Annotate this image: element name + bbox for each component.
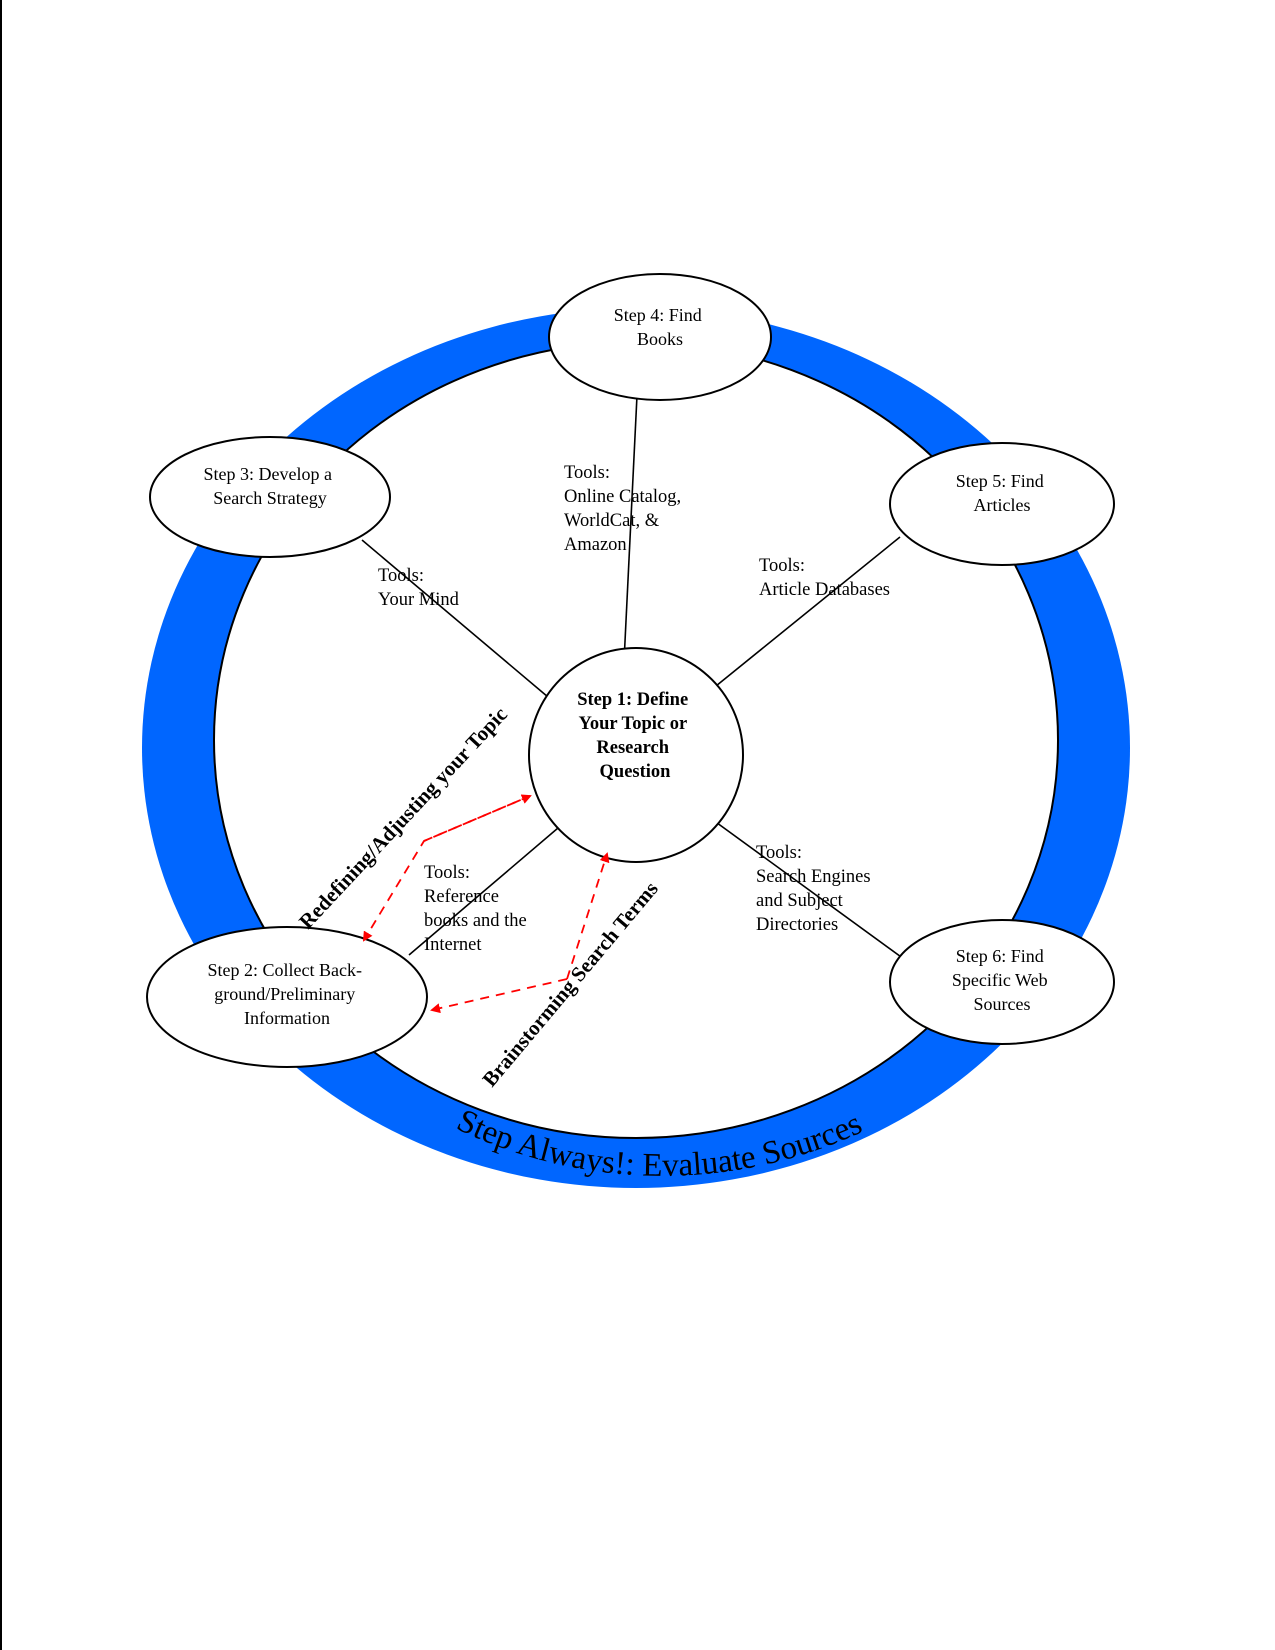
brainstorming-arrow-reverse [430, 978, 568, 1014]
step-3-ellipse [149, 436, 391, 558]
step-3-tools: Tools: Your Mind [378, 566, 460, 610]
step-5-label: Step 5: Find Articles [956, 471, 1049, 515]
step-1-label: Step 1: Define Your Topic or Research Qu… [577, 690, 693, 782]
step-2-node: Step 2: Collect Back- ground/Preliminary… [146, 926, 428, 1068]
connector-step-3 [361, 539, 549, 698]
step-3-node: Step 3: Develop a Search Strategy [149, 436, 391, 558]
step-2-ellipse [146, 926, 428, 1068]
step-5-tools: Tools: Article Databases [759, 556, 890, 600]
brainstorming-arrow [566, 852, 610, 980]
page-left-edge [0, 0, 2, 1650]
step-3-label: Step 3: Develop a Search Strategy [204, 464, 337, 508]
step-2-tools: Tools: Reference books and the Internet [424, 863, 531, 955]
step-4-tools: Tools: Online Catalog, WorldCat, & Amazo… [564, 463, 686, 555]
connector-step-4 [623, 374, 639, 663]
step-6-label: Step 6: Find Specific Web Sources [952, 946, 1052, 1014]
connectors [361, 374, 909, 963]
step-6-node: Step 6: Find Specific Web Sources [889, 919, 1115, 1045]
step-2-label: Step 2: Collect Back- ground/Preliminary… [208, 960, 367, 1028]
connector-step-6 [712, 819, 909, 963]
step-1-node: Step 1: Define Your Topic or Research Qu… [528, 647, 744, 863]
connector-step-2 [408, 827, 559, 956]
step-4-node: Step 4: Find Books [548, 273, 772, 401]
step-6-ellipse [889, 919, 1115, 1045]
step-5-node: Step 5: Find Articles [889, 442, 1115, 566]
step-4-label: Step 4: Find Books [614, 305, 707, 349]
step-6-tools: Tools: Search Engines and Subject Direct… [756, 843, 875, 935]
step-4-ellipse [548, 273, 772, 401]
connector-step-5 [715, 536, 901, 687]
feedback-arrows [362, 794, 610, 1014]
step-5-ellipse [889, 442, 1115, 566]
step-1-circle [528, 647, 744, 863]
redefining-arrow-reverse [423, 794, 532, 842]
